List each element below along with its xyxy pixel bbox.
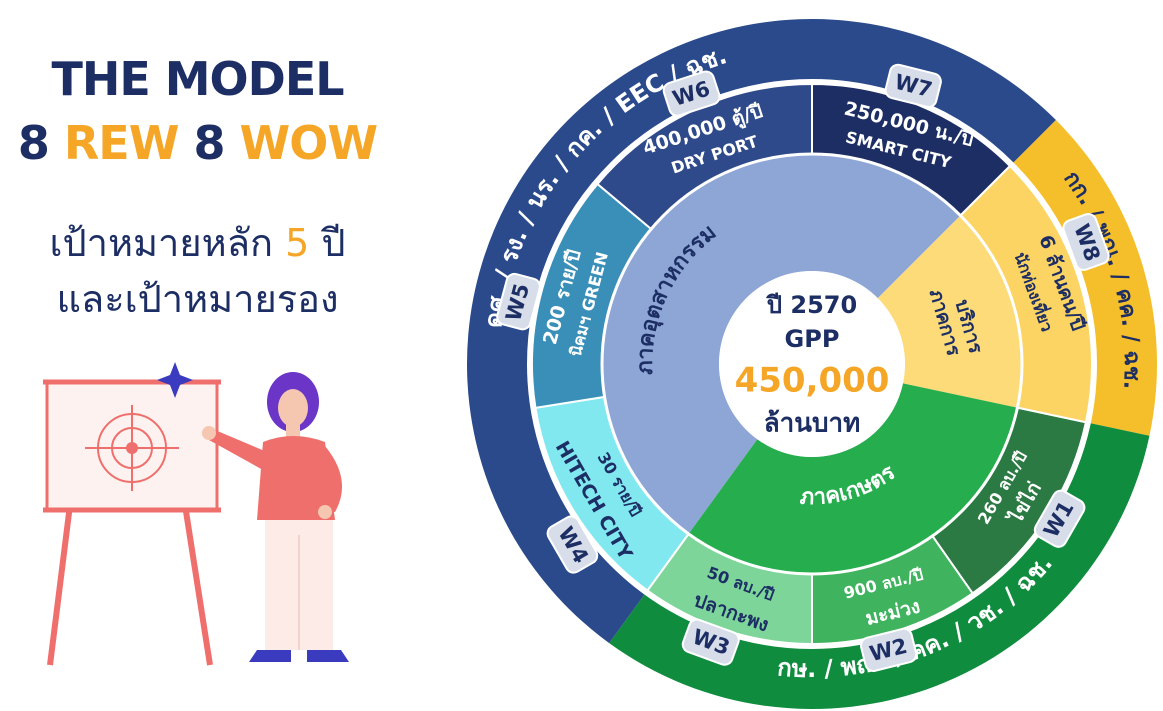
title-part-c: 8 — [178, 116, 240, 170]
left-panel: THE MODEL 8 REW 8 WOW เป้าหมายหลัก 5 ปี … — [0, 0, 420, 711]
badge-w1 — [1033, 489, 1086, 548]
subtitle-line1: เป้าหมายหลัก 5 ปี — [0, 212, 395, 273]
title-line2: 8 REW 8 WOW — [0, 116, 395, 170]
sector-agriculture — [688, 383, 1018, 574]
presenter-illustration — [43, 362, 349, 666]
badge-w6 — [662, 70, 721, 117]
badge-w8 — [1062, 212, 1110, 271]
subtitle-part-a: เป้าหมายหลัก — [49, 221, 286, 265]
title-line1: THE MODEL — [51, 52, 344, 106]
center-disc — [719, 271, 905, 457]
title-part-a: 8 — [17, 116, 64, 170]
outer-ring-industry — [466, 18, 1056, 644]
badge-w3 — [681, 618, 740, 666]
title-part-b: REW — [63, 116, 180, 170]
subtitle-line2: และเป้าหมายรอง — [56, 277, 339, 321]
title-part-d: WOW — [239, 116, 379, 170]
center-gpp: GPP — [785, 325, 840, 353]
badge-w7 — [884, 63, 942, 108]
subtitle-part-b: 5 — [285, 221, 310, 265]
sector-service — [877, 215, 1022, 408]
badge-w2 — [859, 627, 918, 673]
center-value: 450,000 — [735, 361, 890, 401]
sparkle-icon — [157, 362, 193, 398]
presenter-person — [202, 372, 349, 662]
sector-industry — [602, 153, 961, 534]
badge-w4 — [546, 515, 599, 574]
center-unit: ล้านบาท — [764, 409, 861, 439]
sector-label-service: ภาคการ บริการ — [579, 0, 586, 2]
subtitle-part-c: ปี — [309, 221, 346, 265]
target-icon — [85, 405, 179, 491]
badge-w5 — [496, 272, 541, 331]
center-year: ปี 2570 — [766, 291, 858, 319]
